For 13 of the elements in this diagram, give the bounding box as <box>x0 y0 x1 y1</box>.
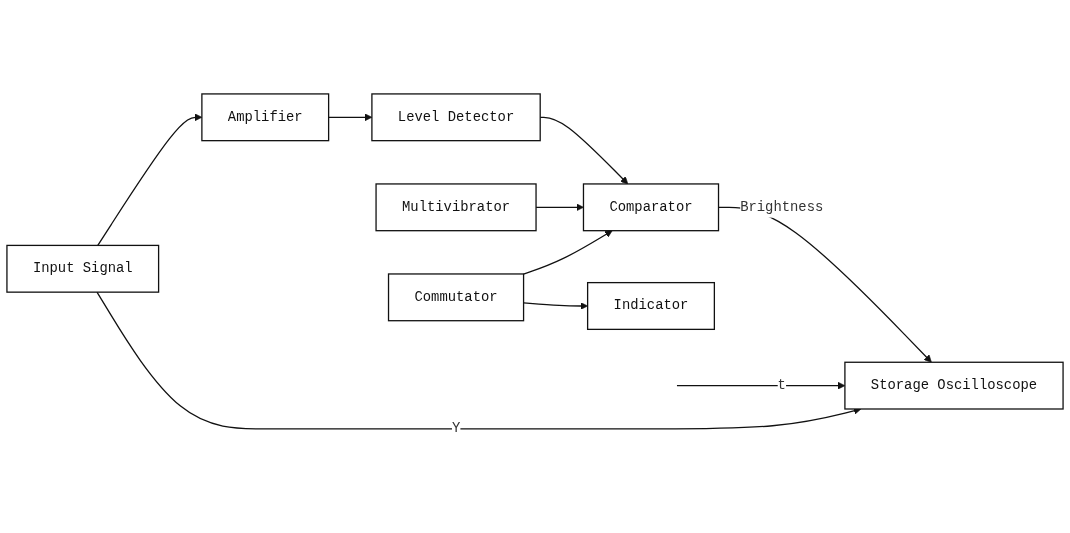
node-box: Comparator <box>582 183 720 232</box>
node-box: Amplifier <box>201 93 330 142</box>
node-box: Storage Oscilloscope <box>844 361 1064 410</box>
edge-label: Brightness <box>740 199 824 215</box>
node-box: Level Detector <box>371 93 541 142</box>
edge-label: Y <box>451 421 461 437</box>
edge-label: t <box>777 377 786 394</box>
node-box: Input Signal <box>6 244 160 293</box>
arrow <box>96 291 862 430</box>
node-box: Multivibrator <box>375 183 537 232</box>
node-box: Commutator <box>387 273 525 322</box>
node-box: Indicator <box>587 281 715 330</box>
arrow <box>522 230 613 275</box>
